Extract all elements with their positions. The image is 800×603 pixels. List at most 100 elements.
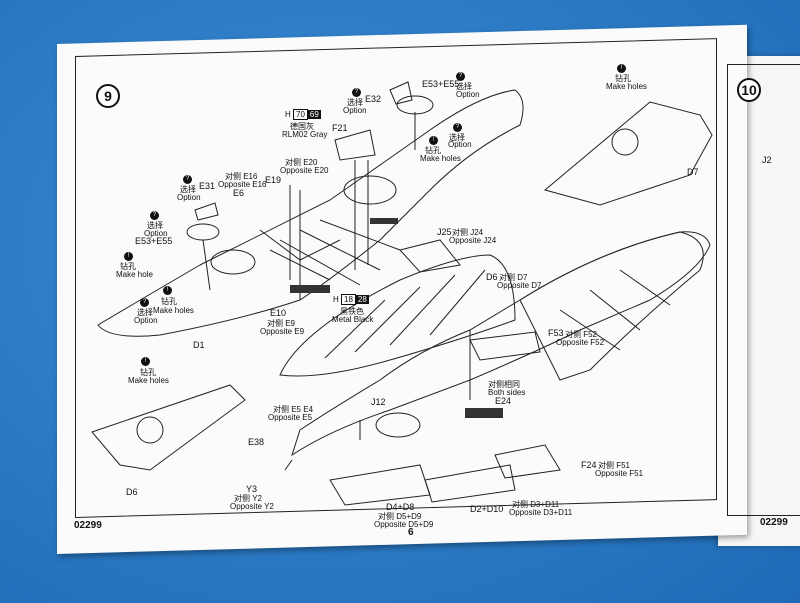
part-f53: F53	[548, 328, 564, 338]
makehole-label-cn: 钻孔	[140, 368, 156, 377]
part-d6-top: D6	[486, 272, 498, 282]
option-icon: ?	[140, 298, 149, 307]
makehole-label-cn: 钻孔	[425, 146, 441, 155]
part-d3d11-cn: 对侧 D3+D11	[512, 500, 560, 509]
both-sides-en: Both sides	[488, 388, 526, 397]
option-label-en: Option	[144, 229, 168, 238]
paint-h18-left: 18	[341, 294, 356, 305]
option-icon: ?	[456, 72, 465, 81]
option-icon: ?	[453, 123, 462, 132]
part-f52-en: Opposite F52	[556, 338, 605, 347]
part-d5d9-en: Opposite D5+D9	[374, 520, 434, 529]
paint-h69-en: RLM02 Gray	[282, 130, 328, 139]
option-icon: ?	[183, 175, 192, 184]
next-step-number-badge: 10	[737, 78, 761, 102]
drill-icon: !	[163, 286, 172, 295]
part-d7-right: D7	[687, 167, 699, 177]
part-j24-cn: 对侧 J24	[452, 228, 484, 237]
part-e20-cn: 对侧 E20	[285, 158, 318, 167]
drill-icon: !	[141, 357, 150, 366]
panel-right-upper	[543, 101, 713, 206]
part-e10: E10	[270, 308, 287, 318]
paint-h69-right: 69	[307, 110, 321, 119]
option-label-en: Option	[177, 193, 201, 202]
part-j12: J12	[371, 397, 386, 407]
option-label-en: Option	[343, 106, 367, 115]
flap-3	[494, 444, 561, 479]
part-f51-en: Opposite F51	[595, 469, 644, 478]
part-j24-en: Opposite J24	[449, 236, 497, 245]
part-y3: Y3	[246, 484, 258, 494]
part-e53e55-left: E53+E55	[135, 236, 173, 246]
option-label-cn: 选择	[456, 82, 472, 91]
part-e53e55-top: E53+E55	[422, 79, 460, 89]
makehole-label-cn: 钻孔	[615, 74, 631, 83]
page-number: 6	[408, 527, 414, 538]
wing-left	[279, 254, 516, 377]
option-label-en: Option	[456, 90, 480, 99]
part-d2d10: D2+D10	[470, 504, 504, 514]
paint-h18-right: 28	[355, 295, 369, 304]
part-f24: F24	[581, 460, 597, 470]
paint-h69-cn: 德国灰	[290, 122, 314, 131]
option-label-cn: 选择	[180, 185, 196, 194]
part-e24: E24	[495, 396, 512, 406]
option-label-cn: 选择	[449, 133, 465, 142]
part-j2: J2	[762, 155, 772, 165]
drill-icon: !	[429, 136, 438, 145]
part-y2-cn: 对侧 Y2	[234, 494, 263, 503]
fuselage-lower-outline	[291, 231, 711, 457]
part-d3d11-en: Opposite D3+D11	[509, 508, 573, 517]
part-d4d8: D4+D8	[386, 502, 415, 512]
part-f21: F21	[332, 123, 348, 133]
part-e16-cn: 对侧 E16	[225, 172, 258, 181]
option-label-cn: 选择	[147, 221, 163, 230]
panel-left-lower	[91, 384, 246, 471]
part-e6: E6	[233, 188, 245, 198]
paint-h18-en: Metal Black	[332, 315, 374, 324]
flap-1	[329, 464, 431, 506]
option-label-en: Option	[448, 140, 472, 149]
paint-h18-cn: 黑铁色	[340, 307, 364, 316]
catalog-number-right: 02299	[760, 517, 788, 528]
makeholes-label-en: Make holes	[420, 154, 461, 163]
next-step-frame	[727, 64, 800, 516]
paint-h69-code: H	[285, 110, 291, 119]
part-d7-cn: 对侧 D7	[499, 273, 528, 282]
makehole-label-en: Make hole	[116, 270, 153, 279]
makeholes-label-en: Make holes	[606, 82, 647, 91]
part-e20-en: Opposite E20	[280, 166, 329, 175]
part-f52-cn: 对侧 F52	[565, 330, 598, 339]
part-f51-cn: 对侧 F51	[598, 461, 631, 470]
step-number-badge: 9	[96, 84, 120, 108]
option-icon: ?	[352, 88, 361, 97]
part-d1: D1	[193, 340, 205, 350]
option-label-cn: 选择	[347, 98, 363, 107]
part-e31: E31	[199, 181, 216, 191]
wing-right	[519, 231, 704, 381]
part-j25: J25	[437, 227, 452, 237]
both-sides-cn: 对侧相同	[488, 380, 520, 389]
part-e38: E38	[248, 437, 265, 447]
paint-h69-left: 70	[293, 109, 308, 120]
makehole-label-cn: 钻孔	[120, 262, 136, 271]
fuselage-upper-outline	[97, 89, 524, 337]
part-d7-en: Opposite D7	[497, 281, 542, 290]
makeholes-label-en: Make holes	[153, 306, 194, 315]
drill-icon: !	[124, 252, 133, 261]
part-e5-en: Opposite E5	[268, 413, 313, 422]
part-e19: E19	[265, 175, 282, 185]
option-label-cn: 选择	[137, 308, 153, 317]
option-icon: ?	[150, 211, 159, 220]
flap-2	[424, 464, 516, 503]
catalog-number-left: 02299	[74, 520, 102, 531]
part-d5d9-cn: 对侧 D5+D9	[378, 512, 422, 521]
part-e9-cn: 对侧 E9	[267, 319, 296, 328]
part-e4-cn: 对侧 E5 E4	[273, 405, 314, 414]
option-label-en: Option	[134, 316, 158, 325]
part-y2-en: Opposite Y2	[230, 502, 274, 511]
drill-icon: !	[617, 64, 626, 73]
